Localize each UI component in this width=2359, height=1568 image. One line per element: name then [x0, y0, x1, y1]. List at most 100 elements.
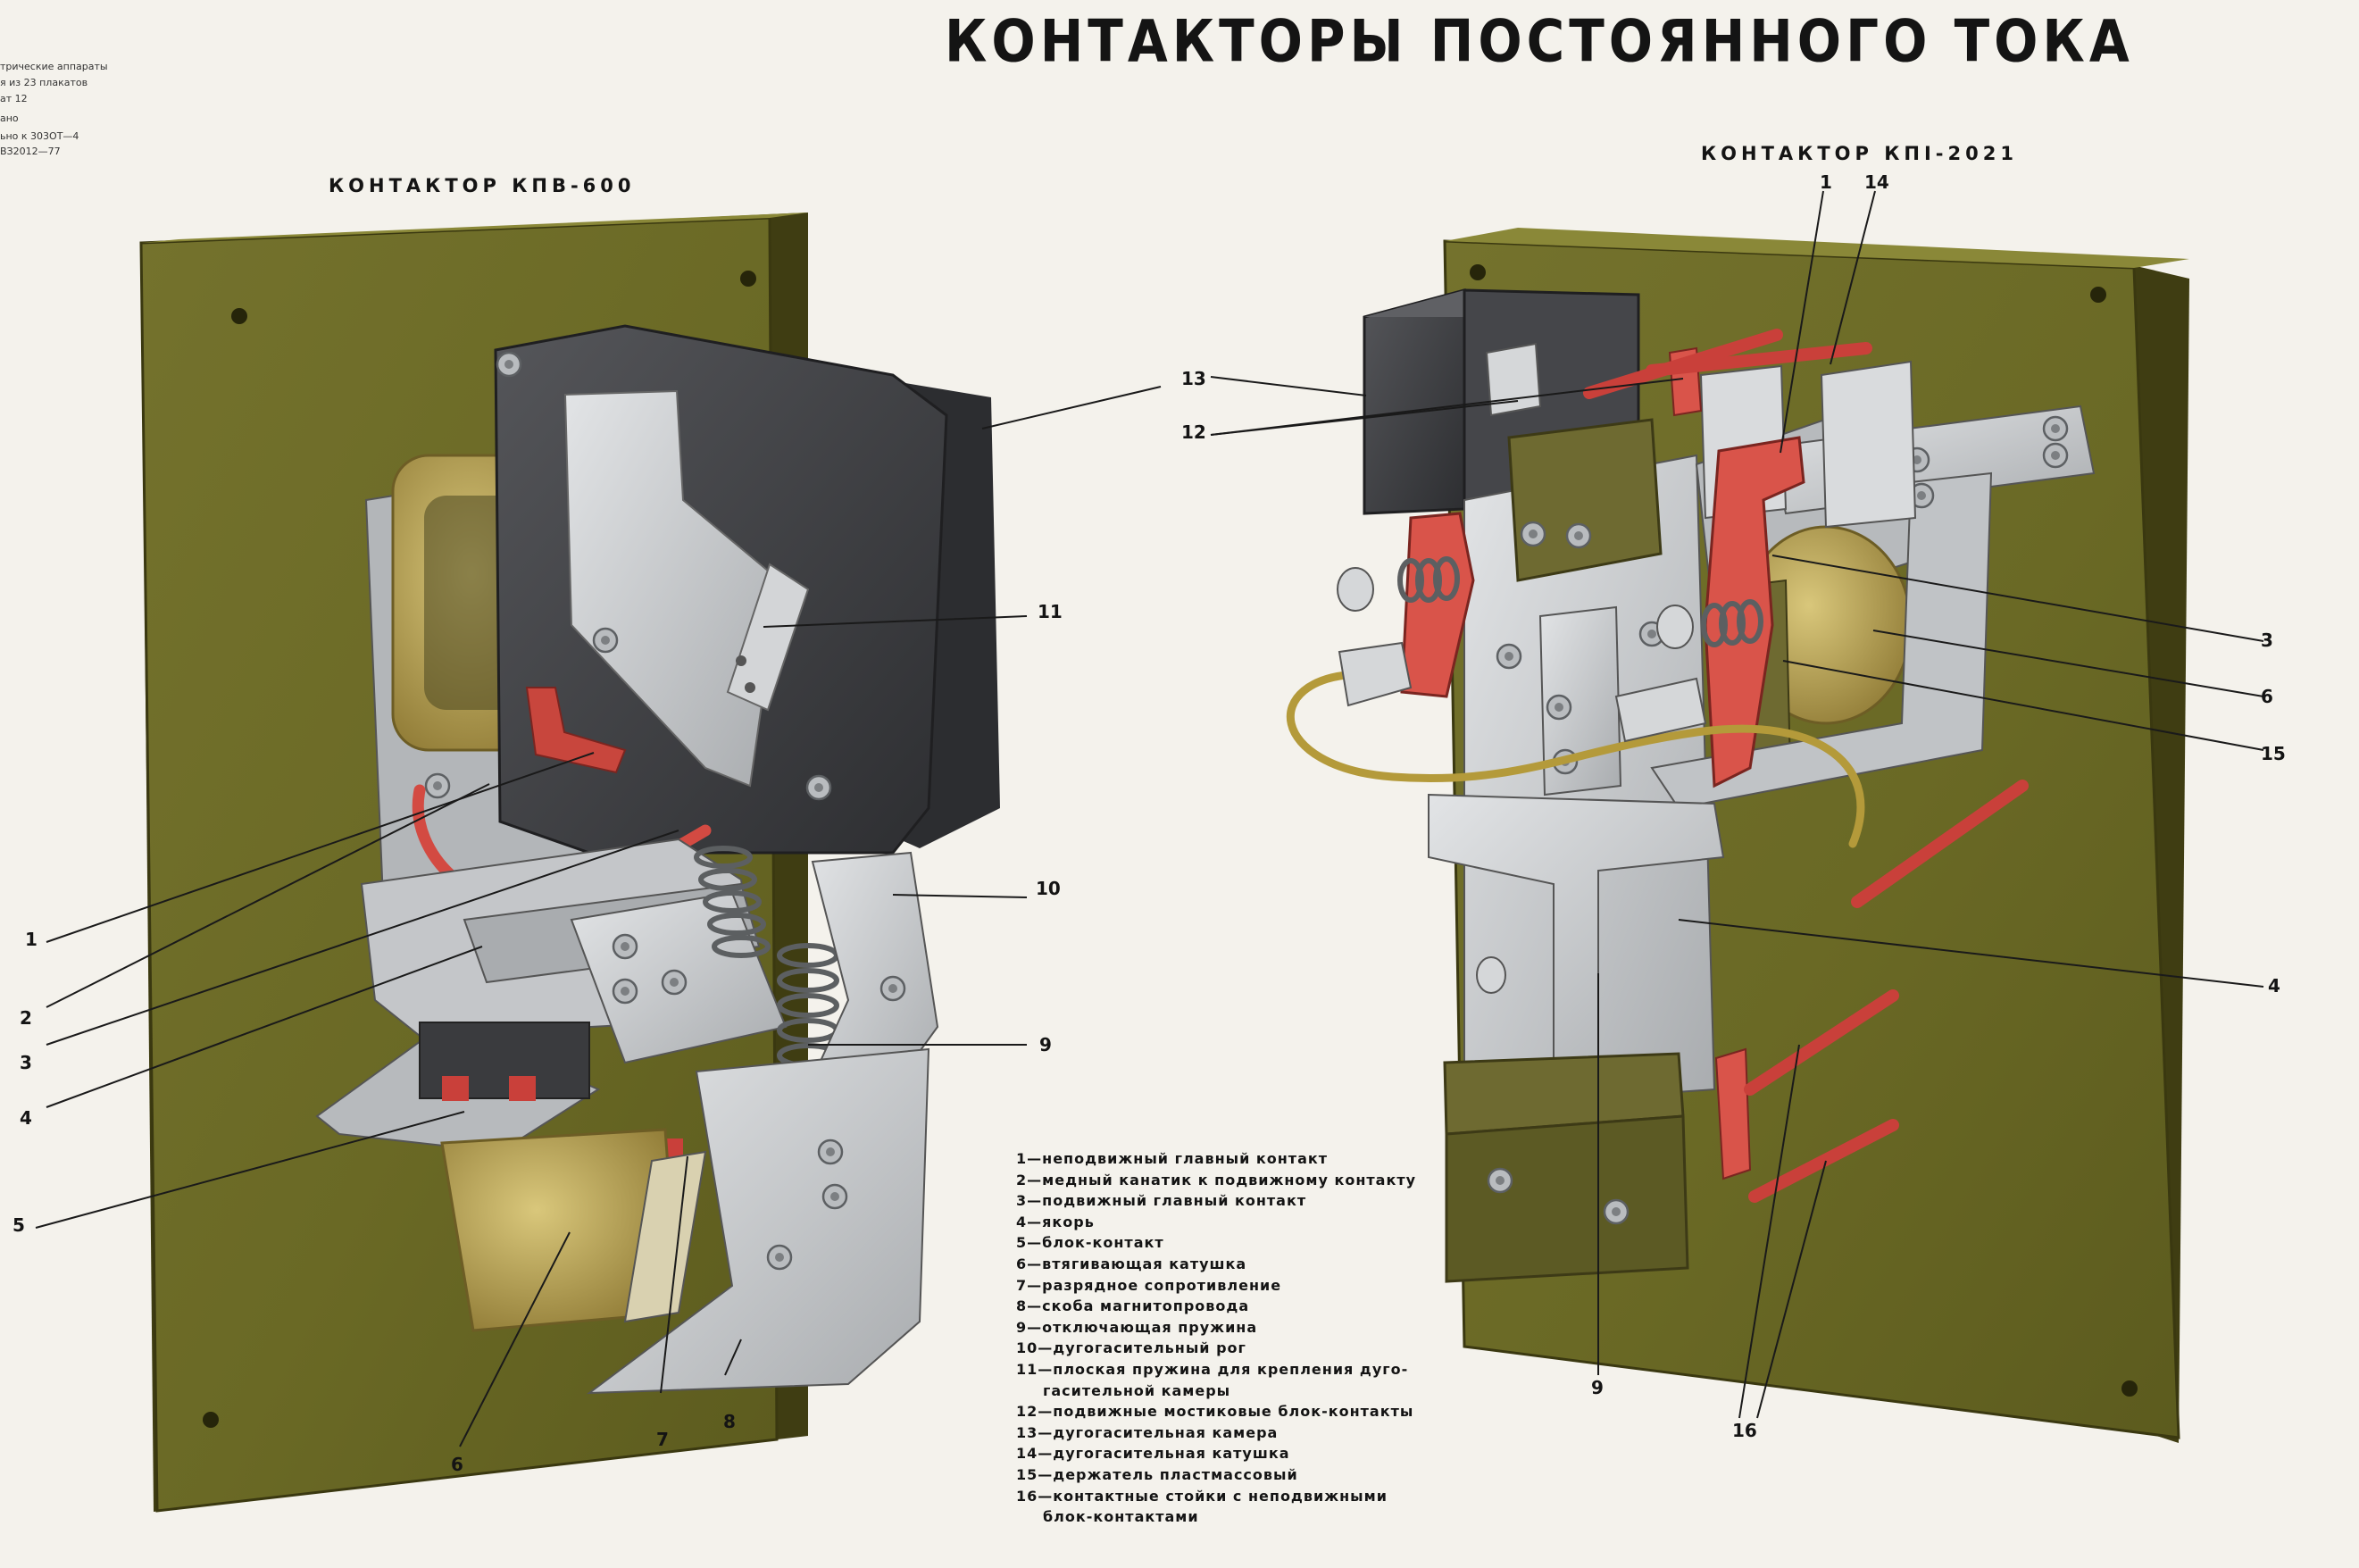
callout-label: 4 — [2268, 975, 2280, 997]
copper-flexible-wire — [1287, 670, 1865, 848]
block-contact-bridge — [1485, 342, 1542, 417]
flat-spring — [726, 563, 810, 712]
board-hole-icon — [2121, 1380, 2138, 1397]
corner-note: ано — [0, 113, 19, 124]
callout-label: 16 — [1732, 1420, 1757, 1441]
legend-number: 14 — [1016, 1445, 1038, 1463]
bolt-icon — [821, 1183, 848, 1210]
legend-item: 1—неподвижный главный контакт — [1016, 1150, 1328, 1167]
armature — [1507, 418, 1663, 582]
legend-item: 10—дугогасительный рог — [1016, 1339, 1246, 1357]
bolt-icon — [2042, 415, 2069, 442]
corner-note: ьно к 303ОТ—4 — [0, 130, 79, 142]
legend-text: плоская пружина для крепления дуго- — [1053, 1360, 1409, 1378]
legend: 1—неподвижный главный контакт 2—медный ка… — [1016, 1148, 1417, 1528]
bolt-icon — [817, 1138, 844, 1165]
legend-number: 15 — [1016, 1465, 1038, 1483]
callout-label: 10 — [1036, 878, 1061, 899]
legend-item: 12—подвижные мостиковые блок-контакты — [1016, 1403, 1414, 1421]
legend-item: 16—контактные стойки с неподвижными — [1016, 1487, 1388, 1505]
legend-item: 6—втягивающая катушка — [1016, 1255, 1247, 1272]
board-hole-icon — [203, 1412, 219, 1428]
moving-main-contact — [1704, 436, 1805, 788]
callout-label: 9 — [1591, 1377, 1604, 1398]
left-board-top-edge — [141, 213, 808, 243]
legend-number: 13 — [1016, 1423, 1038, 1441]
bolt-icon — [612, 978, 638, 1005]
page-title: КОНТАКТОРЫ ПОСТОЯННОГО ТОКА — [945, 7, 2134, 76]
legend-item: 8—скоба магнитопровода — [1016, 1297, 1250, 1315]
bolt-icon — [1496, 643, 1522, 670]
adjust-screw — [1656, 605, 1694, 649]
board-hole-icon — [2090, 287, 2106, 303]
legend-number: 9 — [1016, 1318, 1028, 1336]
legend-text: подвижные мостиковые блок-контакты — [1053, 1403, 1414, 1421]
legend-number: 16 — [1016, 1487, 1038, 1505]
fixed-main-contact — [525, 687, 627, 774]
legend-text: скоба магнитопровода — [1042, 1297, 1250, 1315]
legend-item: 7—разрядное сопротивление — [1016, 1276, 1282, 1294]
bolt-icon — [2042, 442, 2069, 469]
board-hole-icon — [740, 271, 756, 287]
legend-text: медный канатик к подвижному контакту — [1042, 1171, 1417, 1189]
legend-item: 4—якорь — [1016, 1213, 1095, 1230]
corner-note: ат 12 — [0, 93, 28, 104]
spring-icon — [1397, 556, 1763, 647]
legend-number: 12 — [1016, 1403, 1038, 1421]
callout-label: 1 — [1820, 171, 1832, 193]
callout-label: 5 — [13, 1214, 25, 1236]
legend-text: втягивающая катушка — [1042, 1255, 1247, 1272]
lower-contact-block-front — [1445, 1114, 1689, 1283]
corner-note: ВЗ2012—77 — [0, 146, 61, 157]
callout-label: 13 — [1181, 368, 1206, 389]
callout-label: 6 — [2261, 686, 2273, 707]
bolt-icon — [1546, 694, 1572, 721]
legend-number: 1 — [1016, 1150, 1028, 1167]
callout-label: 3 — [2261, 630, 2273, 651]
legend-text: разрядное сопротивление — [1042, 1276, 1282, 1294]
legend-text: держатель пластмассовый — [1053, 1465, 1298, 1483]
callout-label: 6 — [451, 1454, 463, 1475]
discharge-resistor — [623, 1150, 707, 1323]
callout-label: 1 — [25, 929, 38, 950]
legend-text: дугогасительный рог — [1053, 1339, 1246, 1357]
left-figure-title: КОНТАКТОР КПВ-600 — [329, 175, 636, 196]
callout-label: 11 — [1038, 601, 1063, 622]
spring-icon — [694, 846, 771, 958]
bolt-icon — [1565, 522, 1592, 549]
bolt-icon — [661, 969, 688, 996]
bolt-icon — [1603, 1198, 1630, 1225]
bolt-icon — [612, 933, 638, 960]
bolt-icon — [1520, 521, 1546, 547]
board-hole-icon — [231, 308, 247, 324]
legend-item: 13—дугогасительная камера — [1016, 1423, 1279, 1441]
legend-item: 2—медный канатик к подвижному контакту — [1016, 1171, 1417, 1189]
right-figure-title: КОНТАКТОР КПІ-2021 — [1701, 143, 2018, 164]
right-arc-chamber — [1363, 288, 1466, 515]
callout-label: 2 — [20, 1007, 32, 1029]
corner-note: я из 23 плакатов — [0, 77, 88, 88]
legend-text-continuation: гасительной камеры — [1043, 1381, 1231, 1399]
bolt-icon — [879, 975, 906, 1002]
legend-item: 3—подвижный главный контакт — [1016, 1192, 1307, 1210]
callout-label: 4 — [20, 1107, 32, 1129]
bolt-icon — [766, 1244, 793, 1271]
legend-text: контактные стойки с неподвижными — [1053, 1487, 1388, 1505]
bolt-icon — [424, 772, 451, 799]
callout-label: 9 — [1039, 1034, 1052, 1055]
moving-bridge-contact — [1714, 1047, 1752, 1180]
adjust-screw — [1476, 956, 1506, 994]
bolt-icon — [496, 351, 522, 378]
legend-item: 11—плоская пружина для крепления дуго- — [1016, 1360, 1409, 1378]
callout-label: 15 — [2261, 743, 2286, 764]
left-contactor — [139, 213, 1000, 1513]
legend-text: дугогасительная катушка — [1053, 1445, 1290, 1463]
legend-text: отключающая пружина — [1042, 1318, 1258, 1336]
callout-label: 3 — [20, 1052, 32, 1073]
callout-label: 14 — [1864, 171, 1889, 193]
legend-item: 14—дугогасительная катушка — [1016, 1445, 1290, 1463]
right-contactor — [1287, 228, 2189, 1443]
arc-coil-plate — [1820, 360, 1917, 529]
leader-lines — [35, 190, 2264, 1447]
